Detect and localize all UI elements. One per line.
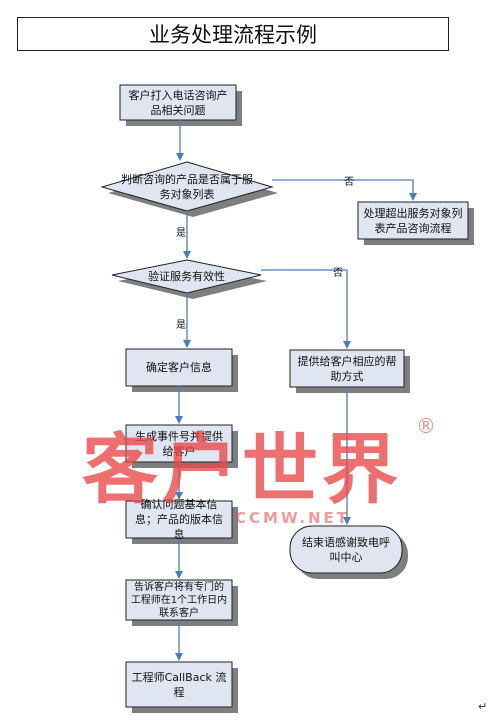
edge-label-yes-1: 是 <box>176 228 186 239</box>
node-other-product-flow-text: 处理超出服务对象列表产品咨询流程 <box>363 206 463 235</box>
arrow-judge-no <box>272 179 417 201</box>
terminal-end <box>289 525 403 574</box>
box-notify-engineer <box>125 579 233 621</box>
watermark-registered-mark: ® <box>416 414 436 438</box>
box-confirm-issue <box>125 500 233 539</box>
node-create-ticket-text: 生成事件号并提供给客户 <box>135 429 223 458</box>
node-judge-product-text: 判断咨询的产品是否属于服务对象列表 <box>121 173 253 201</box>
box-other-product-flow <box>357 201 469 240</box>
edge-label-no-2: 否 <box>333 268 343 279</box>
box-customer-call <box>119 84 237 121</box>
box-confirm-info <box>125 348 233 387</box>
node-end-text: 结束语感谢致电呼叫中心 <box>302 535 390 564</box>
box-engineer-callback <box>125 661 233 708</box>
node-validate-service-text: 验证服务有效性 <box>148 269 225 283</box>
paragraph-mark: ↵ <box>478 700 488 713</box>
node-engineer-callback-text: 工程师CallBack 流程 <box>131 670 227 699</box>
node-provide-help-text: 提供给客户相应的帮助方式 <box>297 354 397 383</box>
node-notify-engineer-text: 告诉客户将有专门的工程师在1个工作日内联系客户 <box>130 581 228 619</box>
node-customer-call-text: 客户打入电话咨询产品相关问题 <box>128 88 228 117</box>
page-title: 业务处理流程示例 <box>17 17 449 51</box>
edge-label-yes-2: 是 <box>176 320 186 331</box>
arrow-validate-no <box>261 269 351 349</box>
box-provide-help <box>289 349 405 388</box>
node-confirm-info-text: 确定客户信息 <box>146 361 212 374</box>
node-confirm-issue-text: 确认问题基本信息；产品的版本信息 <box>135 498 223 541</box>
watermark-site: CCMW.NET <box>235 509 350 527</box>
edge-label-no-1: 否 <box>344 177 354 188</box>
